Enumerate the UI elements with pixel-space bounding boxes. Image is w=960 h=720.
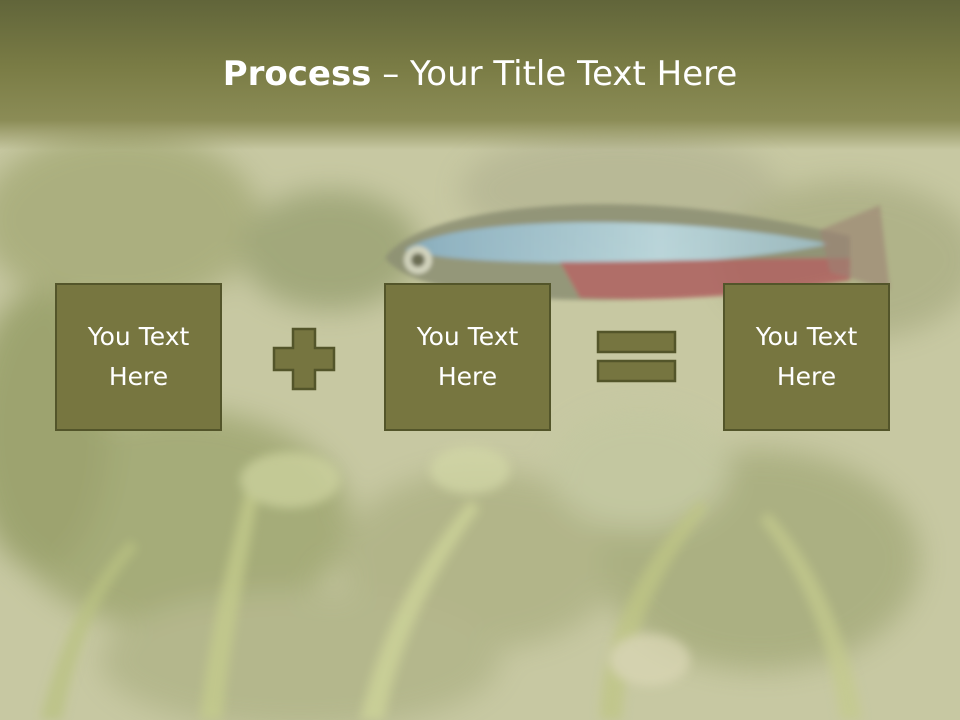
process-box-3-text: You Text Here bbox=[755, 322, 858, 391]
equals-icon bbox=[596, 330, 677, 383]
process-box-2[interactable]: You Text Here bbox=[384, 283, 551, 431]
process-box-1-text: You Text Here bbox=[87, 322, 190, 391]
slide-title: Process – Your Title Text Here bbox=[0, 52, 960, 96]
plus-icon bbox=[272, 327, 336, 391]
title-band bbox=[0, 0, 960, 150]
process-box-2-text: You Text Here bbox=[416, 322, 519, 391]
title-bold-part: Process bbox=[222, 54, 372, 94]
process-box-1[interactable]: You Text Here bbox=[55, 283, 222, 431]
fish-illustration bbox=[385, 204, 890, 300]
process-box-3[interactable]: You Text Here bbox=[723, 283, 890, 431]
title-regular-part: – Your Title Text Here bbox=[371, 54, 738, 94]
